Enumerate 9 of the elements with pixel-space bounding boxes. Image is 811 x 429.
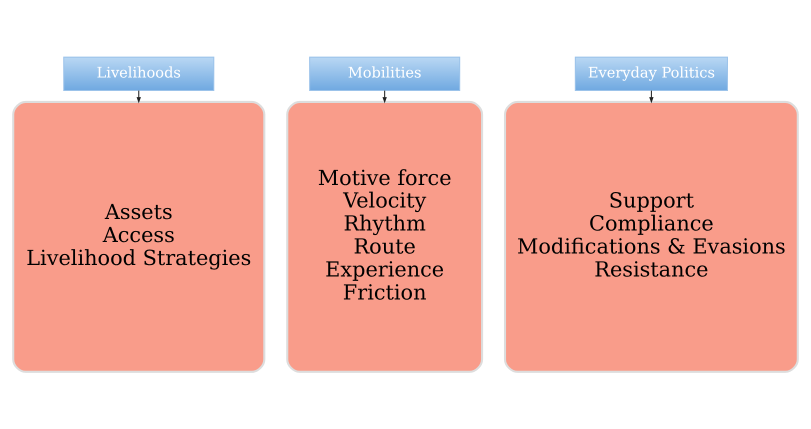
node-box: Support Compliance Modifications & Evasions Resistance bbox=[504, 100, 799, 373]
node-box: Livelihoods bbox=[63, 56, 214, 92]
arrow bbox=[382, 90, 387, 104]
node-box: Mobilities bbox=[309, 56, 460, 92]
node-box: Assets Access Livelihood Strategies bbox=[12, 100, 266, 373]
node-box: Motive force Velocity Rhythm Route Experience Friction bbox=[286, 100, 484, 373]
node-box: Everyday Politics bbox=[574, 56, 728, 92]
arrow bbox=[649, 90, 654, 104]
arrow bbox=[136, 90, 141, 104]
